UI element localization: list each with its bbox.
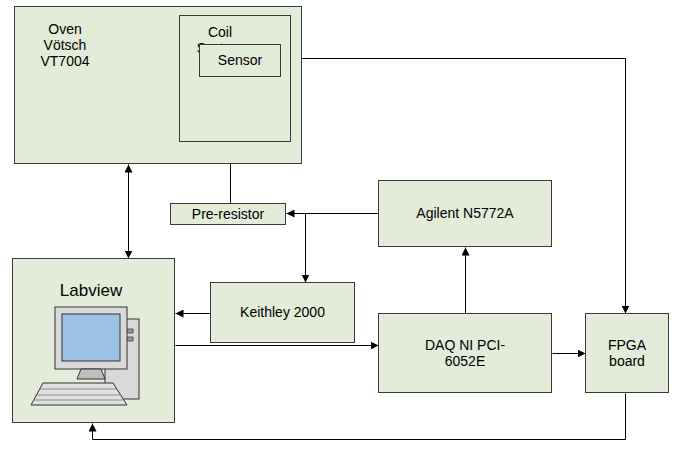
signal-arrow — [282, 59, 626, 314]
signal-arrow — [176, 345, 379, 346]
pre-resistor-box: Pre-resistor — [170, 203, 286, 225]
multimeter-box: Keithley 2000 — [210, 282, 355, 343]
node-label: DAQ NI PCI-6052E — [405, 337, 525, 369]
signal-arrow — [465, 248, 466, 314]
node-label: Labview — [13, 281, 169, 301]
node-label: Sensor — [218, 52, 262, 68]
node-label: Oven Vötsch VT7004 — [33, 21, 97, 69]
signal-arrow — [128, 165, 129, 259]
labview-box: Labview — [12, 258, 175, 423]
signal-arrow — [553, 353, 586, 354]
fpga-box: FPGA board — [585, 313, 669, 393]
power-supply-box: Agilent N5772A — [378, 180, 552, 247]
signal-arrow — [176, 313, 211, 314]
daq-box: DAQ NI PCI-6052E — [378, 313, 552, 393]
node-label: Pre-resistor — [192, 206, 264, 222]
computer-icon — [29, 305, 159, 415]
coil-system-box: Coil SystemSensor — [179, 15, 291, 142]
node-label: FPGA board — [597, 337, 657, 369]
oven-box: Oven Vötsch VT7004 Coil SystemSensor — [14, 6, 302, 164]
signal-arrow — [306, 214, 379, 283]
node-label: Agilent N5772A — [416, 205, 513, 221]
sensor-box: Sensor — [199, 44, 281, 77]
node-label: Keithley 2000 — [238, 304, 328, 320]
